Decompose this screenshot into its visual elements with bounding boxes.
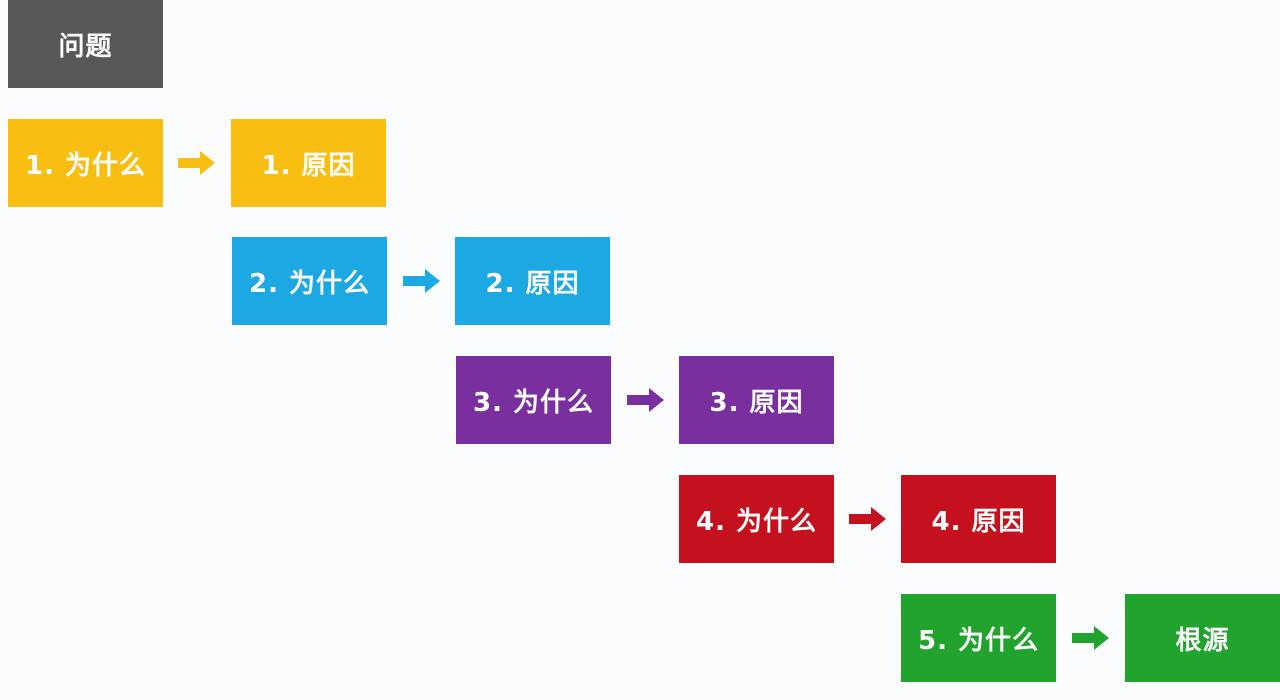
right-arrow-icon [1072, 626, 1109, 650]
right-arrow-icon [403, 269, 440, 293]
right-arrow-icon [178, 151, 215, 175]
why-box-1: 1. 为什么 [8, 119, 163, 207]
root-cause-box: 根源 [1125, 594, 1280, 682]
cause-box-1: 1. 原因 [231, 119, 386, 207]
cause-box-2: 2. 原因 [455, 237, 610, 325]
right-arrow-icon [627, 388, 664, 412]
why-box-2: 2. 为什么 [232, 237, 387, 325]
cause-box-3: 3. 原因 [679, 356, 834, 444]
why-box-4: 4. 为什么 [679, 475, 834, 563]
cause-box-4: 4. 原因 [901, 475, 1056, 563]
why-box-3: 3. 为什么 [456, 356, 611, 444]
why-box-5: 5. 为什么 [901, 594, 1056, 682]
right-arrow-icon [849, 507, 886, 531]
problem-box: 问题 [8, 0, 163, 88]
